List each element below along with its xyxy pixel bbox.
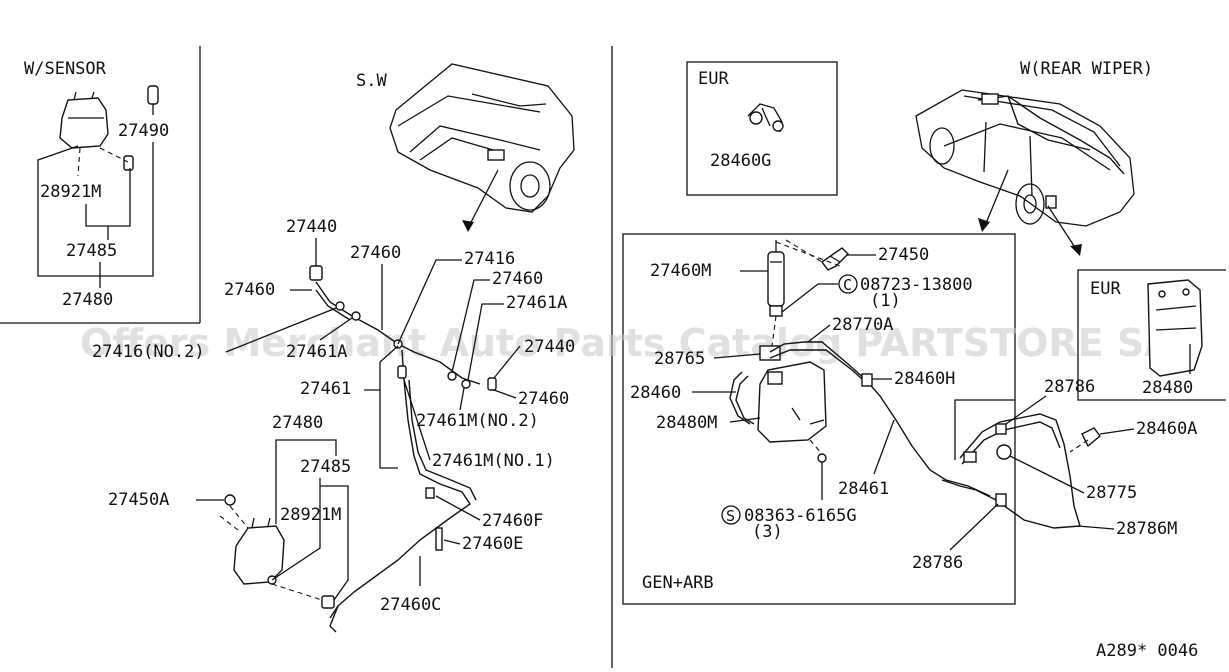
eur-nozzle-drawing — [747, 103, 784, 133]
label-27490: 27490 — [118, 121, 169, 141]
label-28786-mid: 28786 — [912, 553, 963, 573]
label-08363-6165g: 08363-6165G — [744, 506, 857, 526]
label-28460: 28460 — [630, 383, 681, 403]
label-27480-sensor: 27480 — [62, 290, 113, 310]
sw-car-drawing — [389, 63, 575, 213]
label-28460h: 28460H — [894, 369, 955, 389]
rear-car-drawing — [915, 89, 1135, 227]
clip-drawing — [821, 247, 849, 271]
label-27461a-left: 27461A — [286, 342, 347, 362]
rear-wiper-title: W(REAR WIPER) — [1020, 59, 1153, 79]
label-27461m-no2: 27461M(NO.2) — [416, 411, 539, 431]
eur-right-section: EUR 28480 — [1090, 279, 1203, 398]
label-28786m: 28786M — [1116, 519, 1177, 539]
label-28765: 28765 — [654, 349, 705, 369]
sensor-reservoir-drawing — [59, 85, 159, 171]
label-27440-right: 27440 — [524, 337, 575, 357]
label-27460e: 27460E — [462, 534, 523, 554]
label-28460g: 28460G — [710, 151, 771, 171]
gen-reservoir-drawing — [757, 345, 827, 463]
pump-motor-drawing — [767, 240, 785, 317]
label-27416: 27416 — [464, 249, 515, 269]
rear-wiper-section: W(REAR WIPER) — [915, 59, 1153, 256]
rear-washer-labels: 28786 28460A 28775 28786M — [1005, 377, 1197, 539]
label-28480: 28480 — [1142, 378, 1193, 398]
label-28921m-sw: 28921M — [280, 505, 341, 525]
sw-fittings — [309, 265, 497, 609]
label-28921m-sensor: 28921M — [40, 182, 101, 202]
label-27460-mid: 27460 — [518, 389, 569, 409]
circle-c-ref: C — [838, 274, 858, 294]
label-qty-3: (3) — [752, 522, 783, 542]
label-27460-upper: 27460 — [350, 243, 401, 263]
label-27460m: 27460M — [650, 261, 711, 281]
circle-s-letter: S — [726, 507, 735, 525]
label-28786-top: 28786 — [1044, 377, 1095, 397]
label-qty-1: (1) — [870, 291, 901, 311]
eur-top-section: EUR 28460G — [698, 69, 784, 171]
label-27485-sensor: 27485 — [66, 241, 117, 261]
label-27440-top: 27440 — [286, 217, 337, 237]
label-27460-right: 27460 — [492, 269, 543, 289]
label-27485-sw: 27485 — [300, 457, 351, 477]
label-27461a-right: 27461A — [506, 293, 567, 313]
gen-arb-title: GEN+ARB — [642, 573, 714, 593]
label-08723-13800: 08723-13800 — [860, 275, 973, 295]
eur-top-title: EUR — [698, 69, 729, 89]
sw-section: S.W — [92, 63, 575, 633]
sw-title: S.W — [356, 71, 387, 91]
label-28770a: 28770A — [832, 315, 893, 335]
circle-c-letter: C — [843, 276, 852, 294]
catalog-code: A289* 0046 — [1096, 641, 1198, 661]
circle-s-ref: S — [721, 505, 741, 525]
sw-reservoir-drawing — [224, 494, 285, 585]
w-sensor-section: W/SENSOR 27490 28921M 27485 27480 — [24, 59, 169, 310]
label-27460f: 27460F — [482, 511, 543, 531]
frames — [0, 46, 1226, 668]
label-27461m-no1: 27461M(NO.1) — [432, 451, 555, 471]
label-27461: 27461 — [300, 379, 351, 399]
eur-right-title: EUR — [1090, 279, 1121, 299]
label-27460-left: 27460 — [224, 280, 275, 300]
label-27450: 27450 — [878, 245, 929, 265]
eur-bracket-drawing — [1147, 279, 1203, 377]
watermark: Offers Merchant Auto Parts Catalog PARTS… — [80, 321, 1174, 365]
label-28461: 28461 — [838, 479, 889, 499]
label-28460a: 28460A — [1136, 419, 1197, 439]
label-27450a: 27450A — [108, 490, 169, 510]
label-27460c: 27460C — [380, 595, 441, 615]
label-27416-no2: 27416(NO.2) — [92, 342, 205, 362]
label-28480m: 28480M — [656, 413, 717, 433]
gen-arb-section: GEN+ARB — [630, 239, 1101, 593]
w-sensor-title: W/SENSOR — [24, 59, 107, 79]
label-28775: 28775 — [1086, 483, 1137, 503]
label-27480-sw: 27480 — [272, 413, 323, 433]
